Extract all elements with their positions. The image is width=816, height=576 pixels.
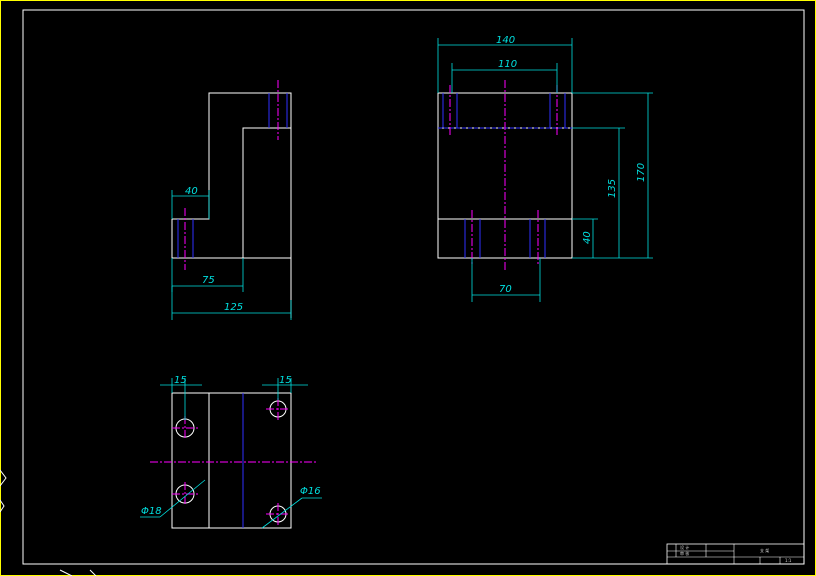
title-block-frame (666, 543, 805, 565)
top-view-outline (171, 392, 292, 529)
top-dim-dia18: Φ18 (141, 506, 162, 517)
top-centerlines (150, 398, 318, 526)
ucs-icon (0, 469, 97, 576)
front-hidden-holes (177, 93, 288, 258)
top-dim-15-right: 15 (279, 375, 292, 386)
drawing-frame (22, 9, 805, 565)
side-dim-40: 40 (582, 231, 593, 244)
side-dim-110: 110 (498, 59, 517, 70)
top-dimensions (140, 378, 322, 529)
side-dim-70: 70 (499, 284, 512, 295)
top-dim-15-left: 15 (174, 375, 187, 386)
top-view: 15 15 Φ18 Φ16 (140, 375, 322, 529)
side-centerlines (449, 80, 558, 272)
side-hidden-holes (442, 93, 566, 258)
front-dim-125: 125 (224, 302, 243, 313)
side-view: 140 110 170 135 40 70 (437, 35, 653, 302)
front-centerlines (184, 80, 279, 270)
top-dim-dia16: Φ16 (300, 486, 321, 497)
side-dim-135: 135 (607, 179, 618, 198)
title-block-scale: 1:1 (785, 558, 792, 563)
title-block-r1c1: 设 计 (680, 544, 689, 550)
front-view-outline (171, 92, 292, 318)
side-dim-140: 140 (496, 35, 515, 46)
title-block: 设 计 审 核 支 架 1:1 (666, 543, 805, 565)
front-dim-40: 40 (185, 186, 198, 197)
side-dimensions (437, 38, 653, 302)
side-dim-170: 170 (636, 163, 647, 182)
title-block-main: 支 架 (760, 547, 769, 553)
front-dim-75: 75 (202, 275, 215, 286)
front-view: 40 75 125 (171, 80, 292, 320)
title-block-r2c1: 审 核 (680, 550, 689, 556)
front-dimensions (171, 190, 292, 320)
